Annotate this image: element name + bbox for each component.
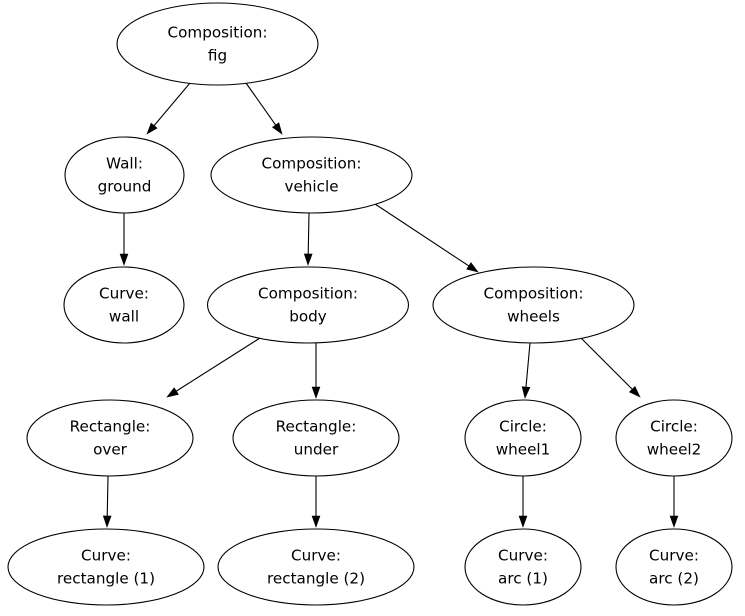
node-label-type: Circle: [499,418,547,436]
node-label-name: over [93,441,128,459]
edge-arrowhead [311,515,321,528]
edge-arrowhead [303,253,313,266]
edge-arrowhead [102,515,112,528]
node-vehicle[interactable]: Composition: vehicle [210,136,413,214]
node-label-name: body [289,308,327,326]
edge-arrowhead [628,385,641,398]
edge-vehicle-body [303,212,313,266]
node-ellipse[interactable] [615,528,733,606]
node-ground[interactable]: Wall: ground [64,136,185,214]
edge-arrowhead [271,122,283,135]
edge-line [307,212,310,255]
edge-arrowhead [166,387,179,398]
node-label-type: Composition: [168,24,268,42]
node-wheels[interactable]: Composition: wheels [432,266,635,344]
node-wheel1[interactable]: Circle: wheel1 [464,399,582,477]
node-ellipse[interactable] [464,399,582,477]
node-label-type: Circle: [650,418,698,436]
node-arc1[interactable]: Curve: arc (1) [464,528,582,606]
node-body[interactable]: Composition: body [206,266,410,344]
edge-wheel1-arc1 [518,476,528,528]
edge-line [245,82,277,126]
node-label-type: Wall: [106,155,143,173]
edge-line [374,203,470,267]
node-ellipse[interactable] [217,528,415,606]
node-fig[interactable]: Composition: fig [116,2,319,86]
edge-fig-vehicle [245,82,283,135]
edge-arrowhead [146,122,158,135]
node-label-type: Curve: [81,547,131,565]
node-arc2[interactable]: Curve: arc (2) [615,528,733,606]
edge-wheels-wheel1 [521,342,531,399]
node-label-type: Curve: [498,547,548,565]
edge-under-rectangle2 [311,476,321,528]
node-ellipse[interactable] [232,399,400,477]
node-label-type: Composition: [484,285,584,303]
node-wall[interactable]: Curve: wall [63,266,185,344]
edge-wheels-wheel2 [579,336,641,398]
node-rectangle1[interactable]: Curve: rectangle (1) [7,528,205,606]
node-label-type: Composition: [258,285,358,303]
node-under[interactable]: Rectangle: under [232,399,400,477]
node-ellipse[interactable] [116,2,319,86]
node-ellipse[interactable] [63,266,185,344]
node-label-name: ground [98,178,152,196]
edge-line [175,337,261,392]
node-label-name: wheel2 [647,441,702,459]
node-over[interactable]: Rectangle: over [26,399,194,477]
edges-layer [102,82,679,528]
edge-vehicle-wheels [374,203,479,273]
node-label-name: fig [208,47,227,65]
edge-arrowhead [119,253,129,266]
node-ellipse[interactable] [7,528,205,606]
edge-arrowhead [466,262,479,273]
node-ellipse[interactable] [432,266,635,344]
edge-arrowhead [311,386,321,399]
node-rectangle2[interactable]: Curve: rectangle (2) [217,528,415,606]
node-label-type: Curve: [649,547,699,565]
edge-body-under [311,343,321,399]
edge-arrowhead [521,386,531,399]
edge-ground-wall [119,213,129,266]
nodes-layer: Composition:figWall:groundComposition:ve… [7,2,733,606]
edge-line [106,475,109,517]
node-ellipse[interactable] [615,399,733,477]
node-label-name: vehicle [284,178,338,196]
node-ellipse[interactable] [206,266,410,344]
edge-body-over [166,337,261,398]
node-ellipse[interactable] [210,136,413,214]
node-label-name: under [294,441,339,459]
node-label-name: wheels [507,308,560,326]
node-wheel2[interactable]: Circle: wheel2 [615,399,733,477]
node-label-name: arc (1) [498,570,548,588]
node-ellipse[interactable] [26,399,194,477]
edge-line [579,336,633,390]
node-label-type: Composition: [262,155,362,173]
edge-wheel2-arc2 [669,476,679,528]
node-label-type: Rectangle: [276,418,357,436]
node-label-type: Curve: [99,285,149,303]
node-label-name: wheel1 [496,441,551,459]
node-label-type: Curve: [291,547,341,565]
edge-fig-ground [146,82,191,135]
node-label-name: wall [109,308,139,326]
node-label-name: rectangle (1) [57,570,155,588]
node-ellipse[interactable] [64,136,185,214]
node-label-name: arc (2) [649,570,699,588]
node-label-name: rectangle (2) [267,570,365,588]
edge-line [525,342,531,388]
node-label-type: Rectangle: [70,418,151,436]
edge-over-rectangle1 [102,475,112,528]
node-ellipse[interactable] [464,528,582,606]
edge-arrowhead [518,515,528,528]
edge-line [153,82,191,126]
edge-arrowhead [669,515,679,528]
